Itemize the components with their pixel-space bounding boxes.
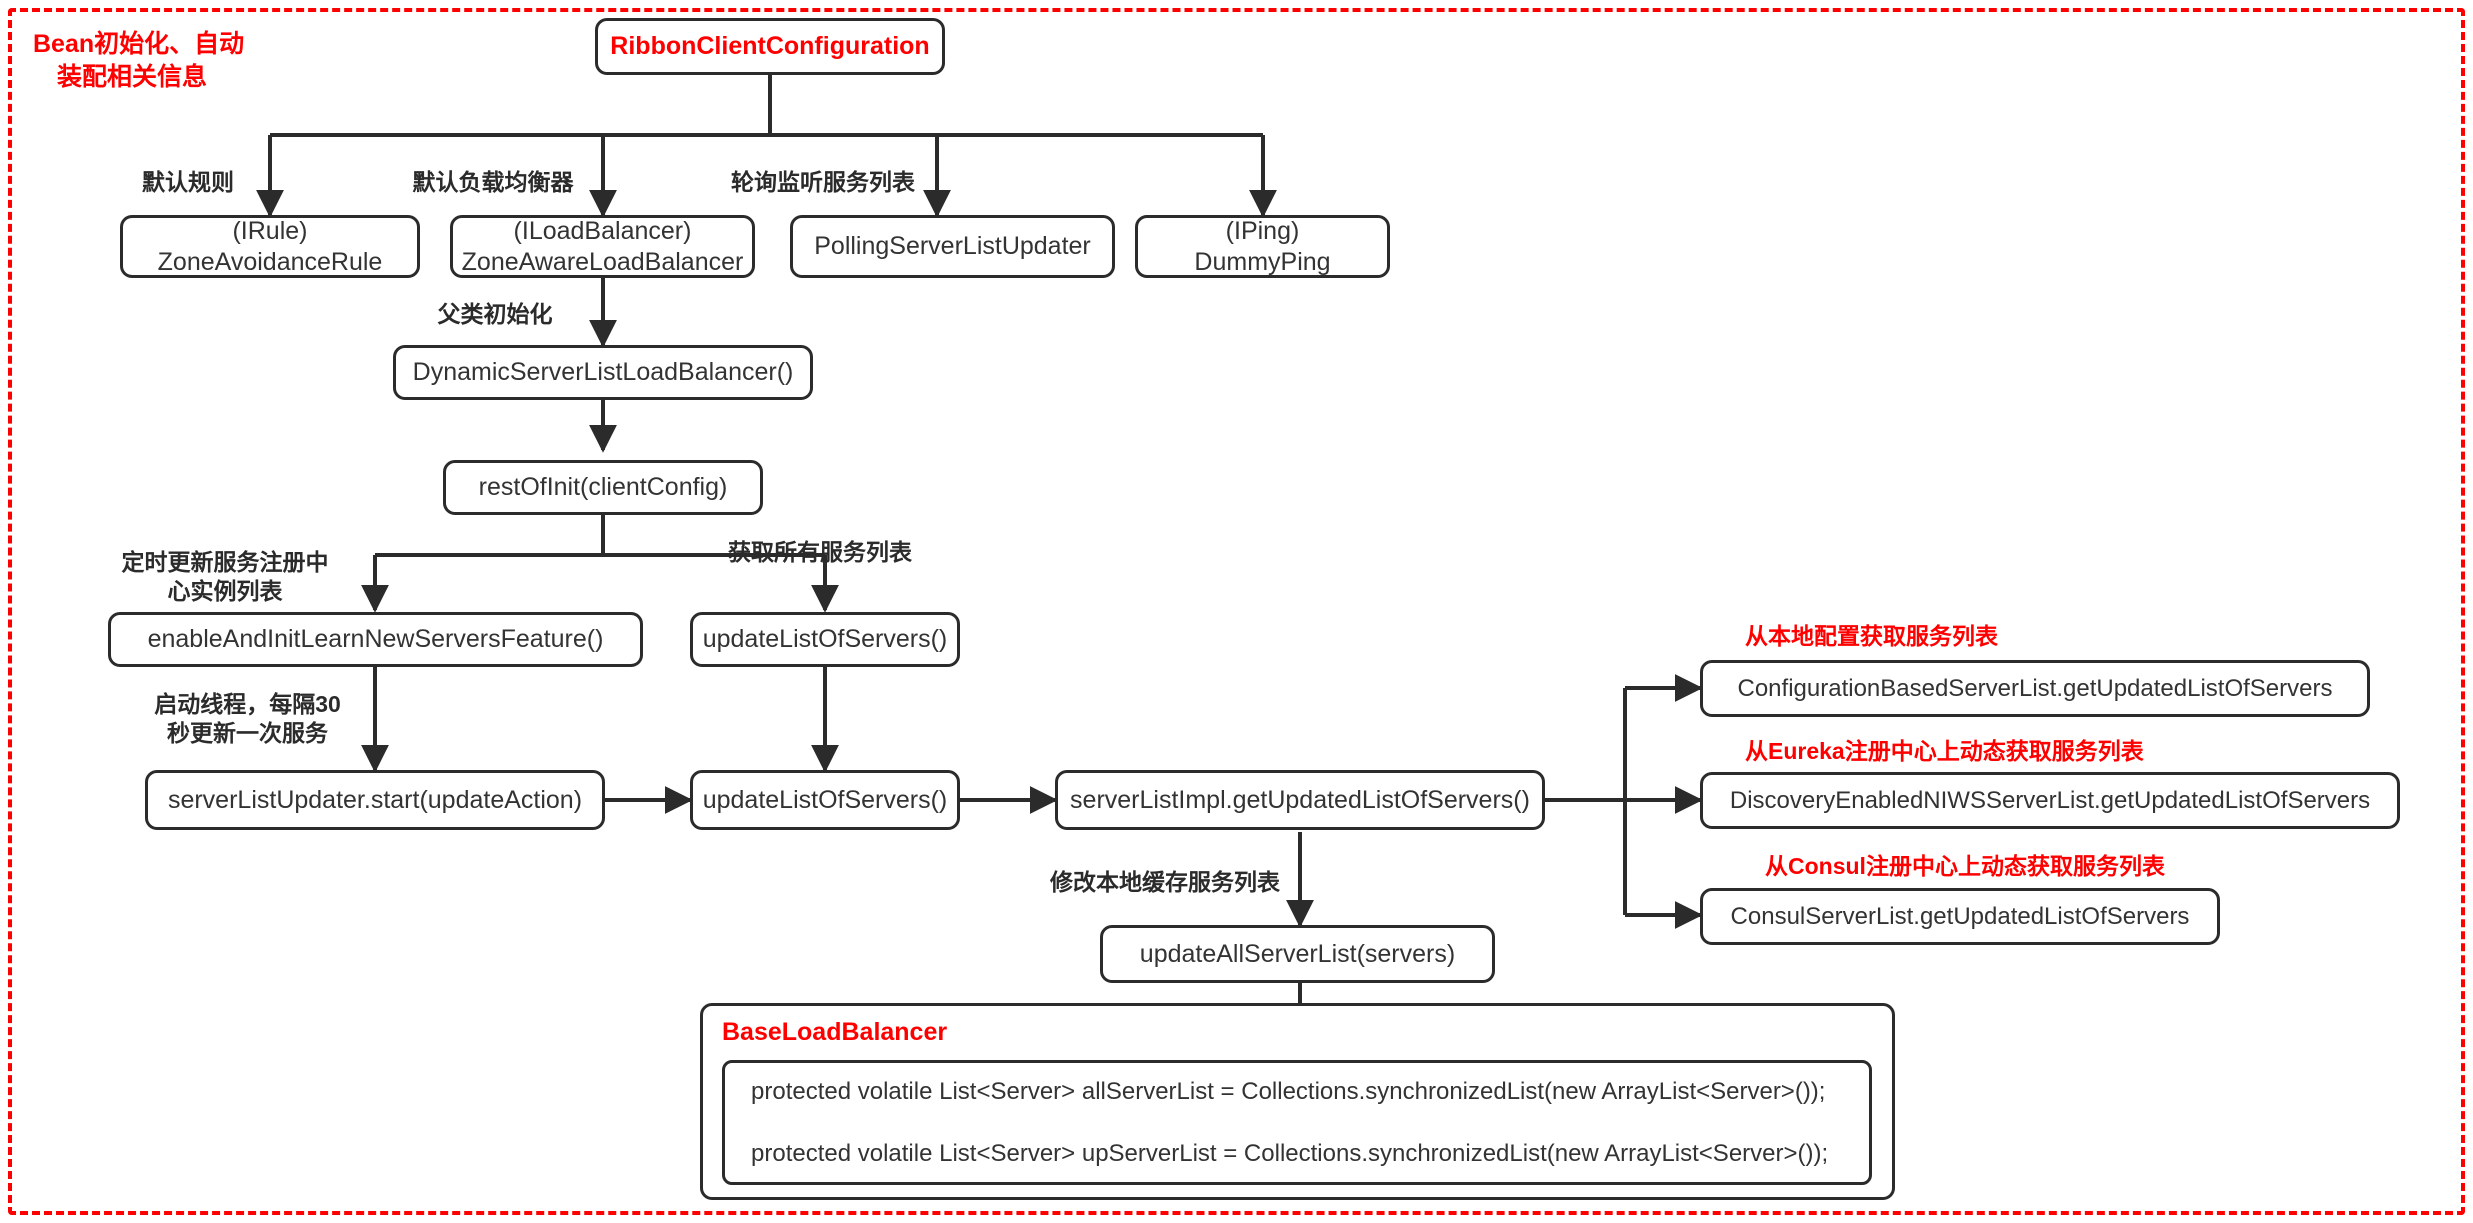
node-label-line2: ZoneAvoidanceRule	[157, 247, 383, 276]
edge-label-text-line2: 秒更新一次服务	[167, 719, 328, 746]
node-consul-server-list[interactable]: ConsulServerList.getUpdatedListOfServers	[1700, 888, 2220, 945]
node-label: DynamicServerListLoadBalancer()	[412, 358, 794, 387]
group-title-text: BaseLoadBalancer	[722, 1018, 948, 1046]
edge-label-text: 从本地配置获取服务列表	[1745, 623, 1998, 649]
node-iloadbalancer-zone-aware-loadbalancer[interactable]: (ILoadBalancer) ZoneAwareLoadBalancer	[450, 215, 755, 278]
edge-label-from-eureka: 从Eureka注册中心上动态获取服务列表	[1745, 737, 2144, 766]
node-label: PollingServerListUpdater	[814, 232, 1091, 261]
node-label: enableAndInitLearnNewServersFeature()	[147, 625, 604, 654]
node-label: DiscoveryEnabledNIWSServerList.getUpdate…	[1729, 786, 2371, 814]
node-label-line2: ZoneAwareLoadBalancer	[461, 247, 744, 276]
node-label: ConsulServerList.getUpdatedListOfServers	[1730, 902, 2190, 930]
edge-label-text: 获取所有服务列表	[728, 539, 912, 565]
edge-label-text: 默认规则	[142, 169, 234, 195]
node-dynamic-server-list-load-balancer[interactable]: DynamicServerListLoadBalancer()	[393, 345, 813, 400]
node-label: updateListOfServers()	[702, 785, 948, 814]
edge-label-get-all-services: 获取所有服务列表	[700, 538, 940, 567]
edge-label-text: 从Consul注册中心上动态获取服务列表	[1765, 853, 2165, 879]
edge-label-text: 默认负载均衡器	[412, 169, 574, 195]
code-line-all-server-list: protected volatile List<Server> allServe…	[751, 1077, 1826, 1105]
edge-label-default-rule: 默认规则	[123, 168, 253, 197]
node-label: updateAllServerList(servers)	[1139, 939, 1456, 968]
edge-label-modify-local-cache: 修改本地缓存服务列表	[1040, 868, 1290, 897]
node-label-line1: (ILoadBalancer)	[513, 217, 692, 245]
node-label: restOfInit(clientConfig)	[478, 473, 728, 502]
code-block-base-load-balancer: protected volatile List<Server> allServe…	[722, 1060, 1872, 1185]
edge-label-text: 修改本地缓存服务列表	[1050, 869, 1280, 895]
node-label: RibbonClientConfiguration	[610, 32, 930, 61]
node-polling-server-list-updater[interactable]: PollingServerListUpdater	[790, 215, 1115, 278]
edge-label-from-consul: 从Consul注册中心上动态获取服务列表	[1765, 852, 2165, 881]
edge-label-text: 轮询监听服务列表	[731, 169, 915, 195]
node-iping-dummy-ping[interactable]: (IPing) DummyPing	[1135, 215, 1390, 278]
node-label-line1: (IPing)	[1225, 217, 1300, 245]
edge-label-polling-listen: 轮询监听服务列表	[723, 168, 923, 197]
code-line-up-server-list: protected volatile List<Server> upServer…	[751, 1139, 1829, 1167]
edge-label-text: 父类初始化	[437, 301, 553, 327]
node-ribbon-client-configuration[interactable]: RibbonClientConfiguration	[595, 18, 945, 75]
node-label: updateListOfServers()	[702, 625, 948, 654]
edge-label-text-line1: 启动线程，每隔30	[154, 691, 341, 717]
bean-init-note-line2: 装配相关信息	[57, 62, 208, 91]
node-update-list-of-servers-top[interactable]: updateListOfServers()	[690, 612, 960, 667]
edge-label-from-local-config: 从本地配置获取服务列表	[1745, 622, 1998, 651]
node-label-line1: (IRule)	[232, 217, 308, 245]
node-label: serverListUpdater.start(updateAction)	[167, 785, 583, 814]
node-server-list-impl-get-updated-list-of-servers[interactable]: serverListImpl.getUpdatedListOfServers()	[1055, 770, 1545, 830]
bean-init-note: Bean初始化、自动 装配相关信息	[33, 28, 244, 93]
node-discovery-enabled-niws-server-list[interactable]: DiscoveryEnabledNIWSServerList.getUpdate…	[1700, 772, 2400, 829]
group-title-base-load-balancer: BaseLoadBalancer	[722, 1018, 947, 1047]
edge-label-text: 从Eureka注册中心上动态获取服务列表	[1745, 738, 2144, 764]
edge-label-start-thread: 启动线程，每隔30 秒更新一次服务	[140, 690, 355, 748]
bean-init-note-line1: Bean初始化、自动	[33, 30, 245, 58]
node-irule-zone-avoidance-rule[interactable]: (IRule) ZoneAvoidanceRule	[120, 215, 420, 278]
node-update-list-of-servers-bottom[interactable]: updateListOfServers()	[690, 770, 960, 830]
edge-label-text-line1: 定时更新服务注册中	[121, 549, 329, 575]
node-enable-and-init-learn-new-servers-feature[interactable]: enableAndInitLearnNewServersFeature()	[108, 612, 643, 667]
node-configuration-based-server-list[interactable]: ConfigurationBasedServerList.getUpdatedL…	[1700, 660, 2370, 717]
node-rest-of-init[interactable]: restOfInit(clientConfig)	[443, 460, 763, 515]
node-update-all-server-list[interactable]: updateAllServerList(servers)	[1100, 925, 1495, 983]
edge-label-text-line2: 心实例列表	[167, 577, 283, 604]
node-label: ConfigurationBasedServerList.getUpdatedL…	[1737, 674, 2333, 702]
node-label-line2: DummyPing	[1194, 247, 1331, 276]
edge-label-default-loadbalancer: 默认负载均衡器	[398, 168, 588, 197]
node-label: serverListImpl.getUpdatedListOfServers()	[1070, 785, 1530, 814]
node-server-list-updater-start[interactable]: serverListUpdater.start(updateAction)	[145, 770, 605, 830]
edge-label-scheduled-update: 定时更新服务注册中 心实例列表	[115, 548, 335, 606]
edge-label-parent-init: 父类初始化	[420, 300, 570, 329]
